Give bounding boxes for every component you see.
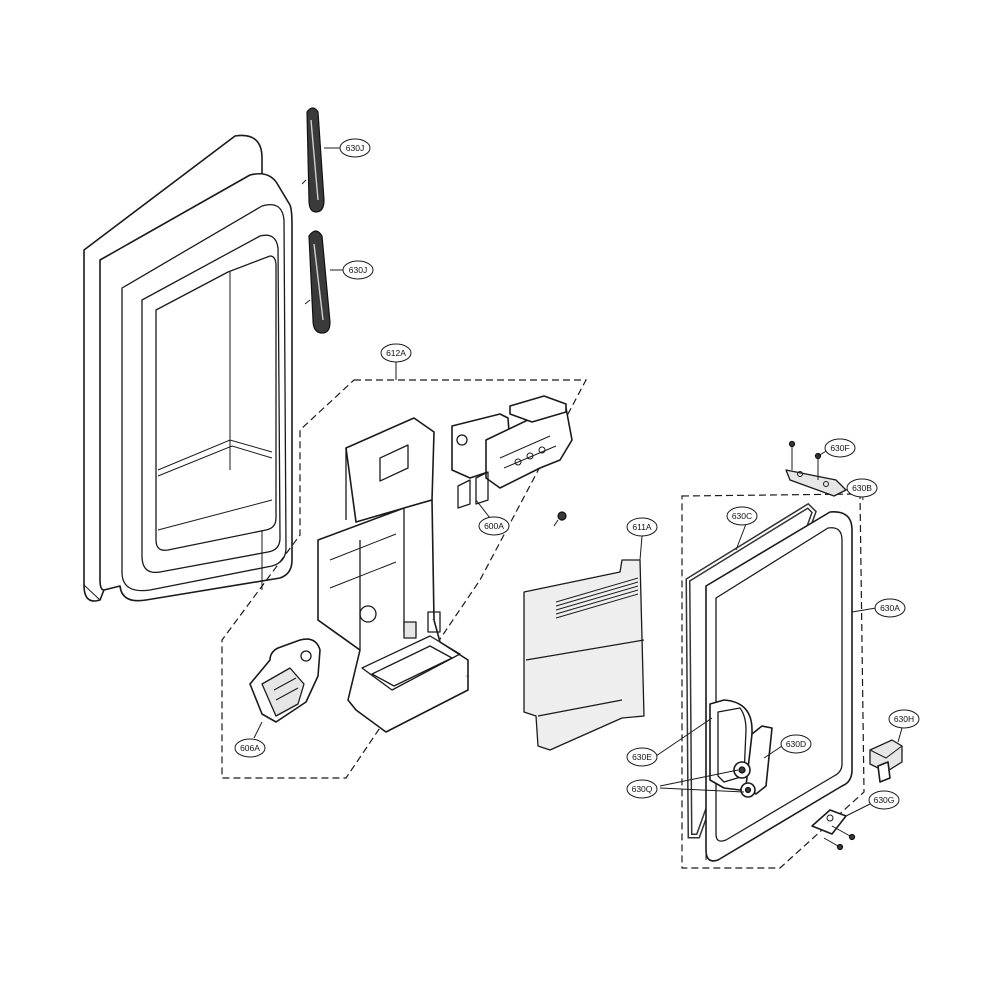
handle-piece-630j-lower [304,230,331,334]
callout-630b: 630B [846,478,878,498]
svg-text:630J: 630J [346,143,364,153]
leader-630h [897,727,903,743]
lever-630d [733,725,773,798]
callout-630j-upper: 630J [339,138,371,158]
leader-630e [655,717,713,757]
callout-630e: 630E [626,747,658,767]
callout-630g: 630G [868,790,900,810]
svg-text:630A: 630A [880,603,900,613]
cover-panel-611a [523,559,645,751]
screw [553,511,567,527]
callout-630j-lower: 630J [342,260,374,280]
bracket-606a [249,638,321,723]
leader-630q-a [659,769,739,787]
svg-text:630B: 630B [852,483,872,493]
icemaker-motor-600a [451,395,573,509]
svg-text:630D: 630D [786,739,806,749]
svg-text:630Q: 630Q [632,784,653,794]
callout-630d: 630D [780,734,812,754]
svg-text:611A: 611A [632,522,652,532]
svg-text:630G: 630G [874,795,895,805]
svg-text:630F: 630F [830,443,849,453]
leader-630g [845,803,871,817]
callout-630q: 630Q [626,779,658,799]
hinge-top-630f [785,440,847,497]
callout-630f: 630F [824,438,856,458]
svg-text:612A: 612A [386,348,406,358]
svg-text:606A: 606A [240,743,260,753]
door-panel [83,134,293,602]
svg-text:630H: 630H [894,714,914,724]
svg-text:630J: 630J [349,265,367,275]
leader-600a [475,499,491,519]
callout-612a: 612A [380,343,412,363]
callout-606a: 606A [234,738,266,758]
leader-606a [253,721,263,739]
handle-piece-630j-upper [301,107,325,213]
leader-630q-b [659,787,745,793]
callout-611a: 611A [626,517,658,537]
leader-630d [763,745,783,759]
leader-630a [851,607,877,613]
svg-text:630C: 630C [732,511,752,521]
leader-611a [639,535,643,561]
door-630a [705,511,853,862]
svg-text:600A: 600A [484,521,504,531]
callout-630c: 630C [726,506,758,526]
hinge-block-630h [869,739,903,783]
svg-text:630E: 630E [632,752,652,762]
dispenser-housing [317,417,469,733]
callout-630h: 630H [888,709,920,729]
leader-630c [735,523,747,551]
hinge-bottom-630g [811,809,856,851]
assembly-boundary-612a [221,379,587,779]
callout-630a: 630A [874,598,906,618]
callout-600a: 600A [478,516,510,536]
